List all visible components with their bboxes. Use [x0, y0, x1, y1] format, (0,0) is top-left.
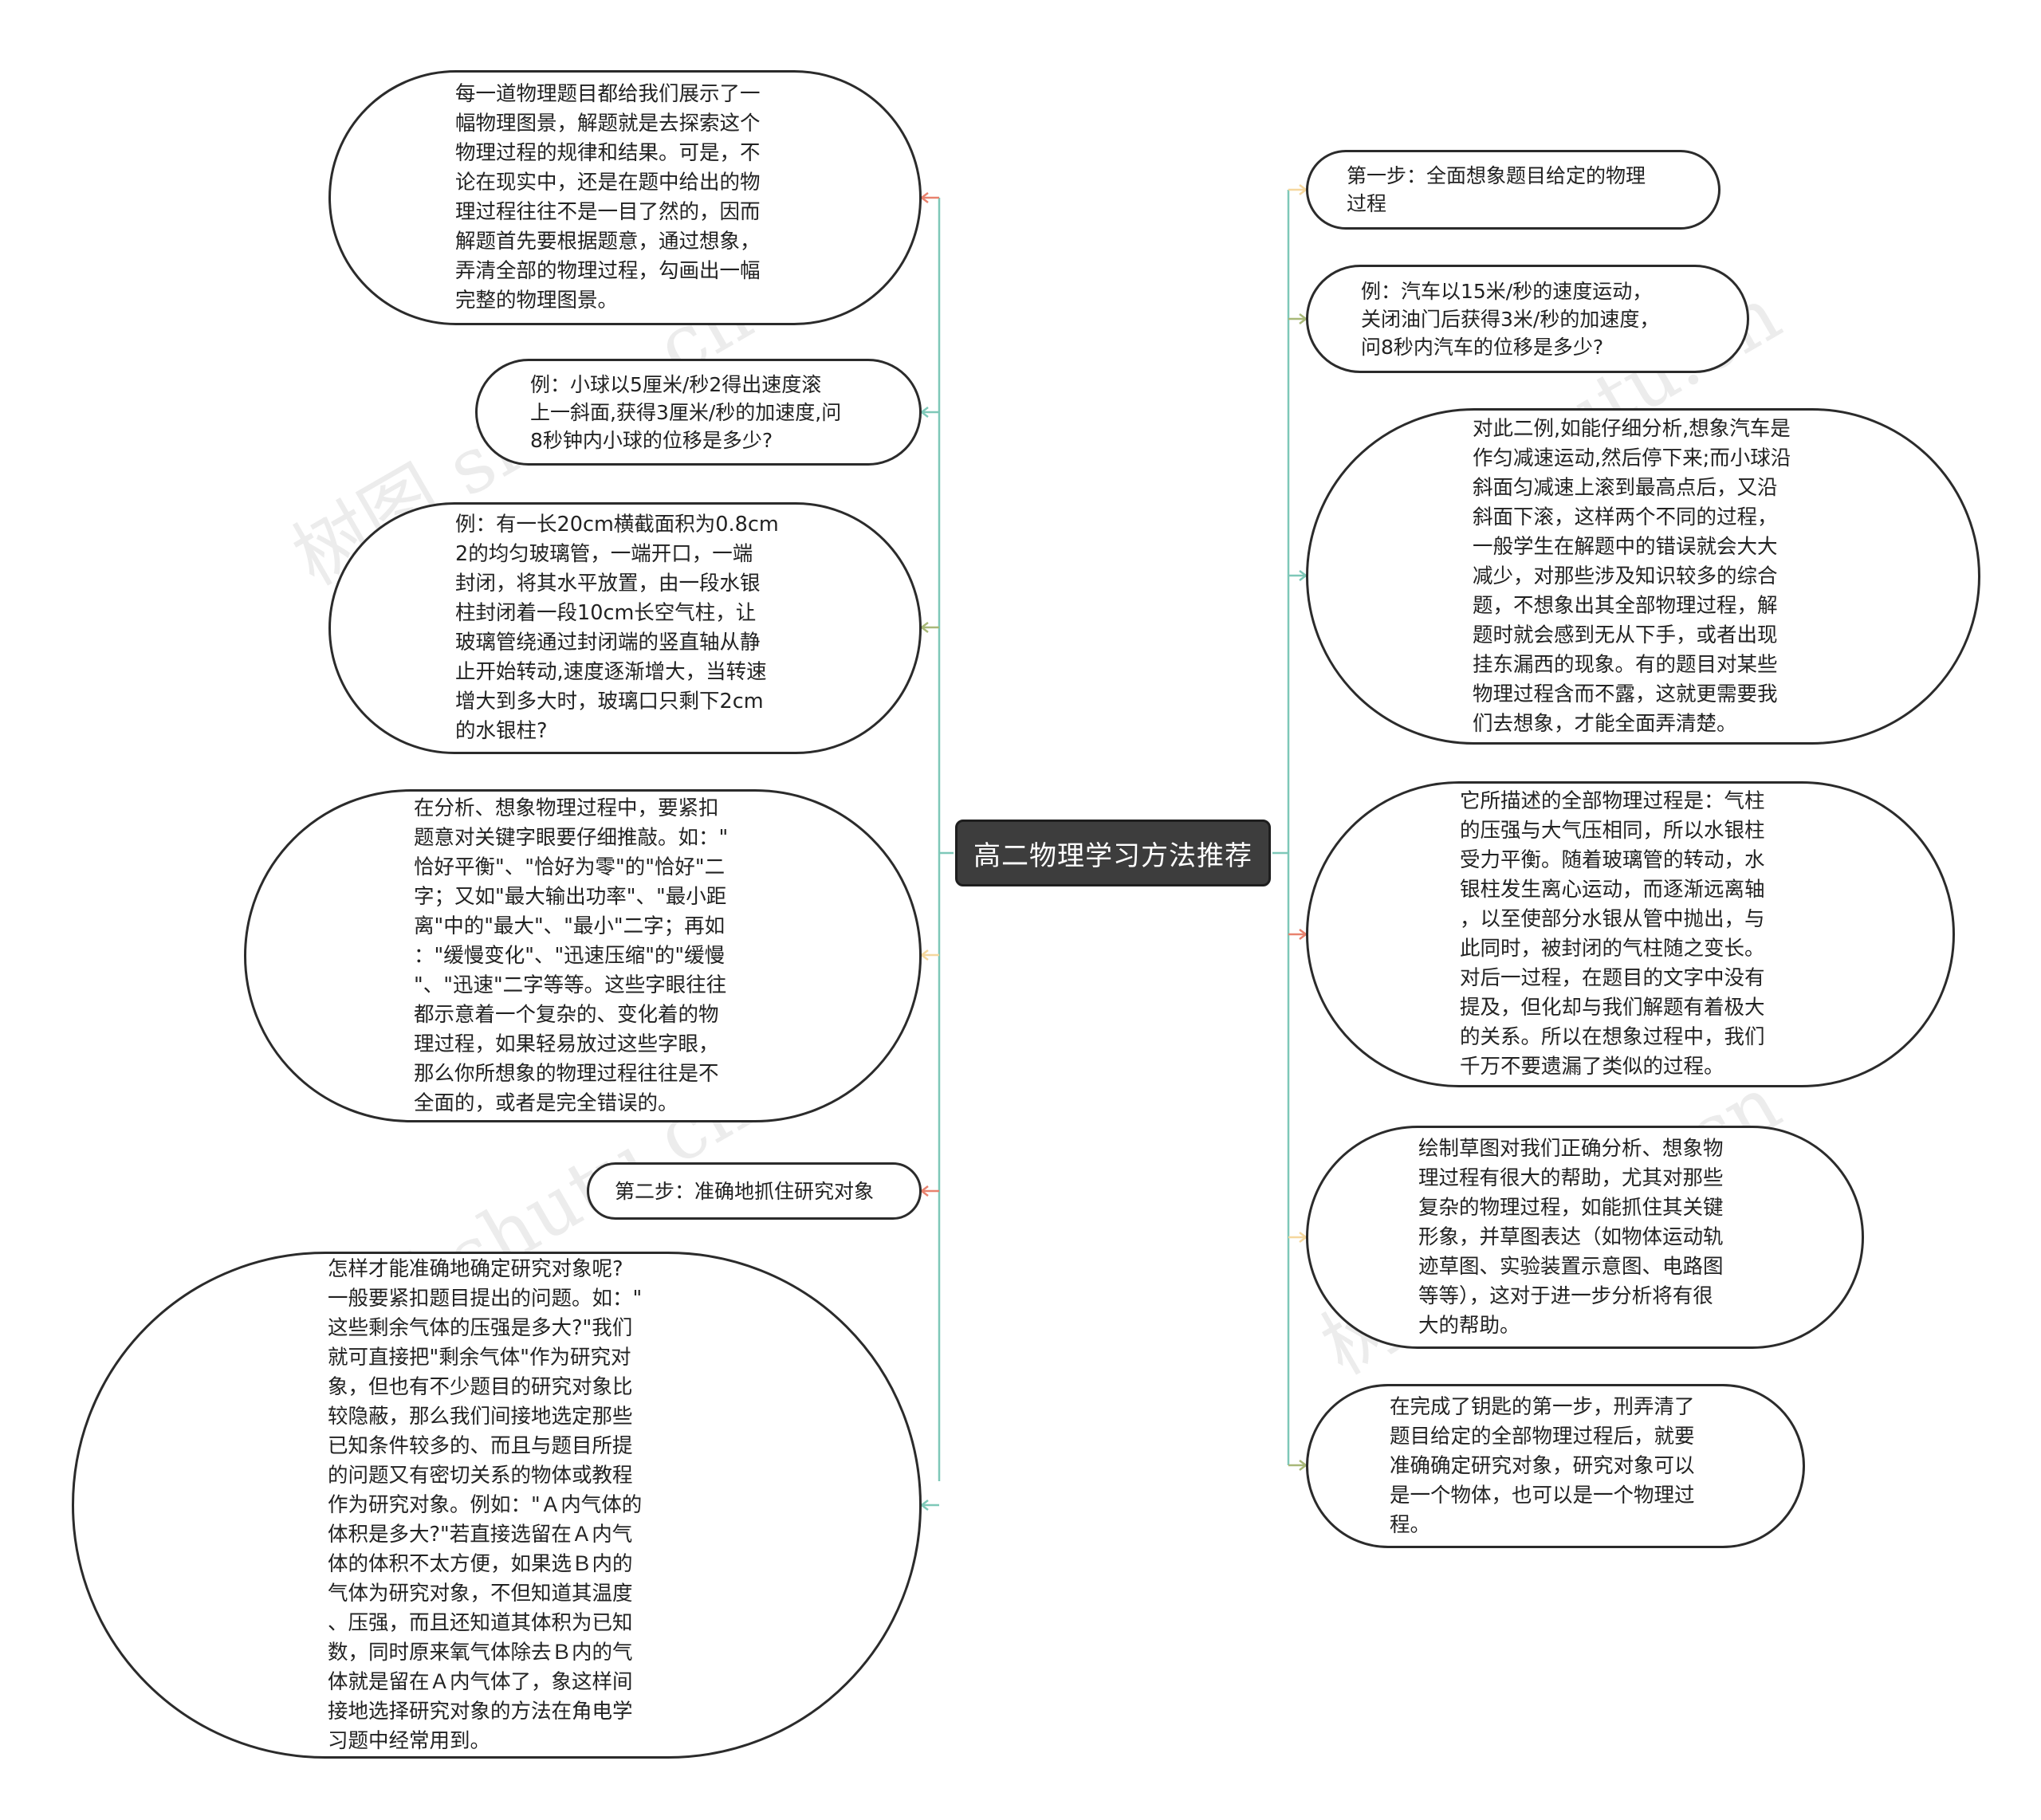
topic-node-right-5[interactable]: 绘制草图对我们正确分析、想象物 理过程有很大的帮助，尤其对那些 复杂的物理过程，…	[1306, 1126, 1864, 1349]
topic-node-right-6[interactable]: 在完成了钥匙的第一步，刑弄清了 题目给定的全部物理过程后，就要 准确确定研究对象…	[1306, 1384, 1805, 1548]
topic-node-text: 第一步：全面想象题目给定的物理 过程	[1347, 164, 1646, 215]
root-topic-node[interactable]: 高二物理学习方法推荐	[955, 820, 1271, 886]
topic-node-text: 怎样才能准确地确定研究对象呢? 一般要紧扣题目提出的问题。如：" 这些剩余气体的…	[328, 1256, 643, 1753]
topic-node-text: 每一道物理题目都给我们展示了一 幅物理图景，解题就是去探索这个 物理过程的规律和…	[455, 82, 761, 313]
topic-node-text: 在分析、想象物理过程中，要紧扣 题意对关键字眼要仔细推敲。如：" 恰好平衡"、"…	[414, 796, 729, 1115]
topic-node-right-1[interactable]: 第一步：全面想象题目给定的物理 过程	[1306, 150, 1720, 230]
topic-node-left-2[interactable]: 例：小球以5厘米/秒2得出速度滚 上一斜面,获得3厘米/秒的加速度,问 8秒钟内…	[475, 359, 922, 466]
topic-node-text: 它所描述的全部物理过程是：气柱 的压强与大气压相同，所以水银柱 受力平衡。随着玻…	[1460, 789, 1765, 1079]
topic-node-left-4[interactable]: 在分析、想象物理过程中，要紧扣 题意对关键字眼要仔细推敲。如：" 恰好平衡"、"…	[244, 789, 922, 1122]
topic-node-text: 例：有一长20cm横截面积为0.8cm 2的均匀玻璃管，一端开口，一端 封闭，将…	[455, 513, 779, 743]
topic-node-right-4[interactable]: 它所描述的全部物理过程是：气柱 的压强与大气压相同，所以水银柱 受力平衡。随着玻…	[1306, 781, 1955, 1087]
topic-node-right-3[interactable]: 对此二例,如能仔细分析,想象汽车是 作匀减速运动,然后停下来;而小球沿 斜面匀减…	[1306, 408, 1980, 745]
root-topic-label: 高二物理学习方法推荐	[973, 839, 1253, 872]
topic-node-text: 例：小球以5厘米/秒2得出速度滚 上一斜面,获得3厘米/秒的加速度,问 8秒钟内…	[530, 372, 842, 452]
topic-node-text: 对此二例,如能仔细分析,想象汽车是 作匀减速运动,然后停下来;而小球沿 斜面匀减…	[1473, 416, 1791, 736]
topic-node-text: 在完成了钥匙的第一步，刑弄清了 题目给定的全部物理过程后，就要 准确确定研究对象…	[1390, 1394, 1695, 1537]
topic-node-left-1[interactable]: 每一道物理题目都给我们展示了一 幅物理图景，解题就是去探索这个 物理过程的规律和…	[328, 70, 922, 325]
topic-node-left-5[interactable]: 第二步：准确地抓住研究对象	[587, 1162, 922, 1220]
topic-node-left-3[interactable]: 例：有一长20cm横截面积为0.8cm 2的均匀玻璃管，一端开口，一端 封闭，将…	[328, 502, 922, 754]
topic-node-text: 绘制草图对我们正确分析、想象物 理过程有很大的帮助，尤其对那些 复杂的物理过程，…	[1418, 1136, 1724, 1338]
topic-node-text: 第二步：准确地抓住研究对象	[615, 1179, 875, 1203]
topic-node-text: 例：汽车以15米/秒的速度运动， 关闭油门后获得3米/秒的加速度， 问8秒内汽车…	[1361, 279, 1660, 359]
topic-node-left-6[interactable]: 怎样才能准确地确定研究对象呢? 一般要紧扣题目提出的问题。如：" 这些剩余气体的…	[72, 1252, 922, 1759]
topic-node-right-2[interactable]: 例：汽车以15米/秒的速度运动， 关闭油门后获得3米/秒的加速度， 问8秒内汽车…	[1306, 265, 1749, 373]
